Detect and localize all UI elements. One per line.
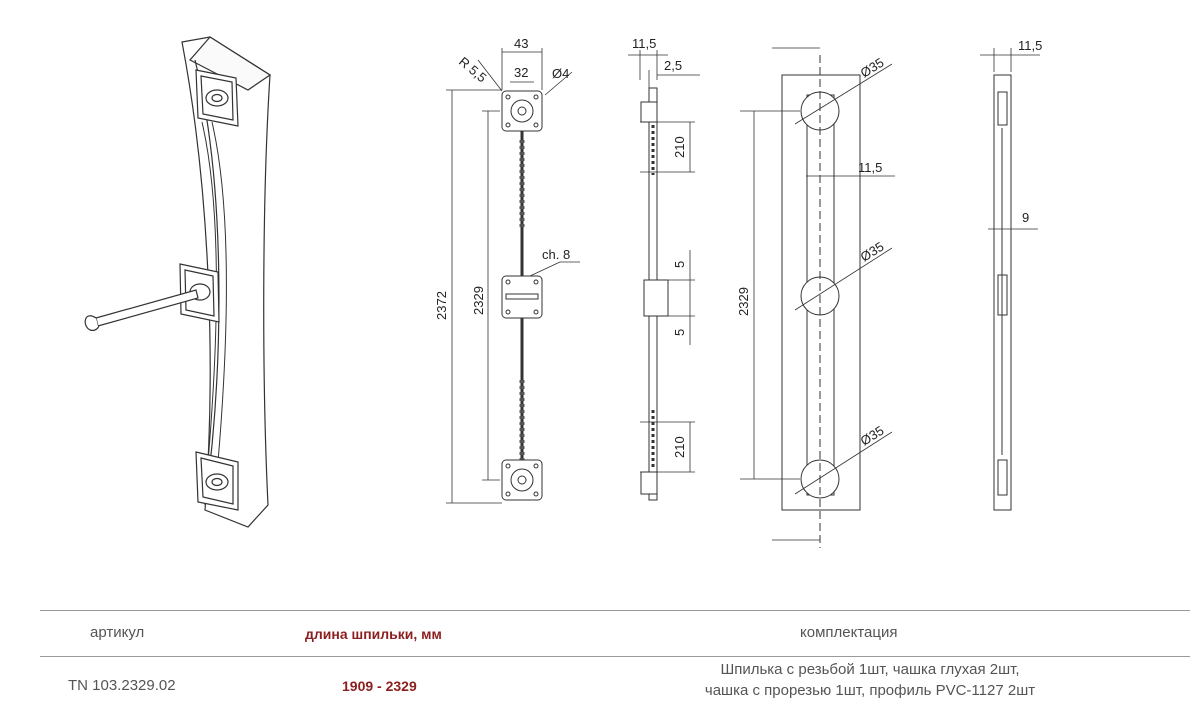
dim-11-5-edge: 11,5 — [1018, 38, 1042, 53]
dim-210-bottom: 210 — [672, 436, 687, 458]
front-dims — [446, 48, 580, 504]
row-article: TN 103.2329.02 — [68, 677, 176, 694]
dim-5-bottom: 5 — [672, 329, 687, 336]
top-cup — [501, 90, 543, 132]
dim-5-top: 5 — [672, 261, 687, 268]
table-top-rule — [40, 610, 1190, 611]
dim-11-5-side: 11,5 — [632, 36, 656, 51]
dim-2329-front: 2329 — [471, 286, 486, 315]
wrench-icon — [84, 289, 199, 331]
side-dims — [628, 50, 700, 473]
dim-210-top: 210 — [672, 136, 687, 158]
row-length: 1909 - 2329 — [342, 678, 417, 694]
dim-11-5-slot: 11,5 — [858, 160, 882, 175]
dim-43: 43 — [514, 36, 528, 51]
dim-2-5: 2,5 — [664, 58, 682, 73]
dim-32: 32 — [514, 65, 528, 80]
top-cup-3d — [195, 69, 239, 127]
spec-table: артикул длина шпильки, мм комплектация T… — [40, 610, 1190, 710]
header-article: артикул — [90, 624, 145, 641]
header-kit: комплектация — [800, 624, 898, 641]
dim-d4: Ø4 — [552, 66, 569, 81]
bottom-cup-3d — [195, 451, 239, 511]
header-length: длина шпильки, мм — [305, 626, 442, 642]
bottom-cup — [501, 459, 543, 501]
table-header-rule — [40, 656, 1190, 657]
edge-view — [993, 74, 1012, 511]
front-view — [501, 90, 543, 501]
technical-drawing: 43 32 R 5,5 Ø4 2372 2329 ch. 8 11,5 2,5 … — [84, 36, 1042, 548]
edge-dims — [980, 48, 1040, 230]
side-view — [640, 87, 669, 501]
dim-2372: 2372 — [434, 291, 449, 320]
profile-dims — [740, 47, 895, 541]
middle-cup-3d — [179, 263, 220, 323]
middle-cup — [501, 275, 543, 319]
row-kit-line1: Шпилька с резьбой 1шт, чашка глухая 2шт, — [720, 661, 1020, 678]
perspective-view — [84, 36, 272, 528]
row-kit-line2: чашка с прорезью 1шт, профиль PVC-1127 2… — [704, 682, 1036, 699]
profile-view — [781, 55, 861, 548]
dim-9: 9 — [1022, 210, 1029, 225]
dim-r55: R 5,5 — [456, 54, 489, 85]
dim-ch8: ch. 8 — [542, 247, 570, 262]
dim-2329-profile: 2329 — [736, 287, 751, 316]
